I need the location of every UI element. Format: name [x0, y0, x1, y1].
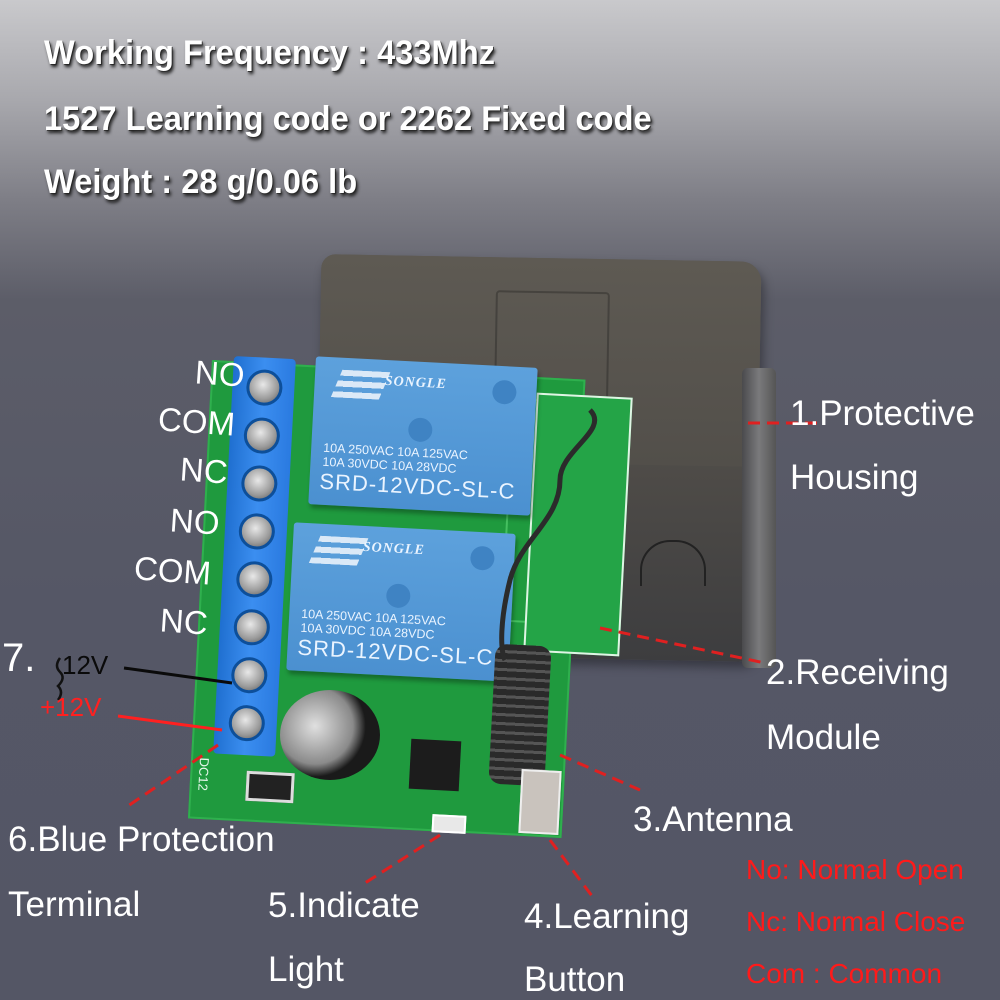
- relay-hole: [407, 417, 433, 443]
- callout-3-title: 3.Antenna: [633, 800, 793, 839]
- terminal-screw: [232, 608, 271, 647]
- callout-5-title: 5.Indicate: [268, 886, 420, 925]
- terminal-label-no-1: NO: [193, 353, 246, 394]
- relay-hole: [491, 379, 518, 405]
- terminal-label-com-2: COM: [132, 549, 213, 592]
- relay-hole: [385, 583, 411, 609]
- terminal-label-com-1: COM: [156, 400, 237, 443]
- songle-logo-icon: [308, 535, 369, 566]
- terminal-screw: [242, 416, 281, 455]
- relay-model: SRD-12VDC-SL-C: [296, 634, 495, 670]
- callout-5-subtitle: Light: [268, 950, 344, 989]
- spec-code-type: 1527 Learning code or 2262 Fixed code: [44, 100, 652, 138]
- terminal-label-nc-1: NC: [178, 450, 229, 491]
- callout-6-title: 6.Blue Protection: [8, 820, 275, 859]
- terminal-screw: [245, 368, 284, 407]
- capacitor: [280, 690, 380, 780]
- terminal-screw: [237, 512, 276, 551]
- callout-2-subtitle: Module: [766, 718, 881, 757]
- power-positive-label: +12V: [40, 692, 102, 722]
- legend-nc: Nc: Normal Close: [746, 906, 966, 937]
- power-negative-label: 12V: [62, 650, 109, 680]
- antenna-coil: [488, 643, 552, 787]
- receiving-module: [523, 392, 633, 657]
- housing-side-clip: [742, 368, 776, 668]
- callout-2-title: 2.Receiving: [766, 653, 949, 692]
- terminal-screw: [240, 464, 279, 503]
- terminal-screw: [235, 560, 274, 599]
- relay-1: SONGLE 10A 250VAC 10A 125VAC 10A 30VDC 1…: [308, 356, 538, 516]
- songle-logo-icon: [330, 369, 391, 400]
- pcb-silkscreen: DC12: [195, 757, 212, 792]
- spec-frequency: Working Frequency : 433Mhz: [44, 34, 496, 72]
- callout-4-title: 4.Learning: [524, 897, 690, 936]
- learning-button: [518, 768, 562, 836]
- relay-2: SONGLE 10A 250VAC 10A 125VAC 10A 30VDC 1…: [286, 522, 516, 682]
- terminal-screw: [227, 704, 266, 743]
- relay-model: SRD-12VDC-SL-C: [318, 468, 517, 504]
- housing-notch: [640, 540, 706, 586]
- diode: [245, 770, 295, 804]
- terminal-label-no-2: NO: [168, 501, 221, 542]
- relay-brand: SONGLE: [384, 373, 448, 393]
- relay-hole: [469, 545, 496, 571]
- decoder-chip: [408, 738, 462, 792]
- callout-6-subtitle: Terminal: [8, 885, 141, 924]
- callout-4-subtitle: Button: [524, 960, 626, 999]
- relay-brand: SONGLE: [362, 539, 426, 559]
- callout-1-subtitle: Housing: [790, 458, 919, 497]
- indicator-led: [431, 814, 467, 834]
- callout-1-title: 1.Protective: [790, 394, 975, 433]
- legend-no: No: Normal Open: [746, 854, 964, 885]
- terminal-label-nc-2: NC: [158, 601, 209, 642]
- spec-weight: Weight : 28 g/0.06 lb: [44, 163, 358, 201]
- legend-com: Com : Common: [746, 958, 943, 989]
- terminal-screw: [230, 656, 269, 695]
- callout-7-number: 7.: [2, 636, 36, 680]
